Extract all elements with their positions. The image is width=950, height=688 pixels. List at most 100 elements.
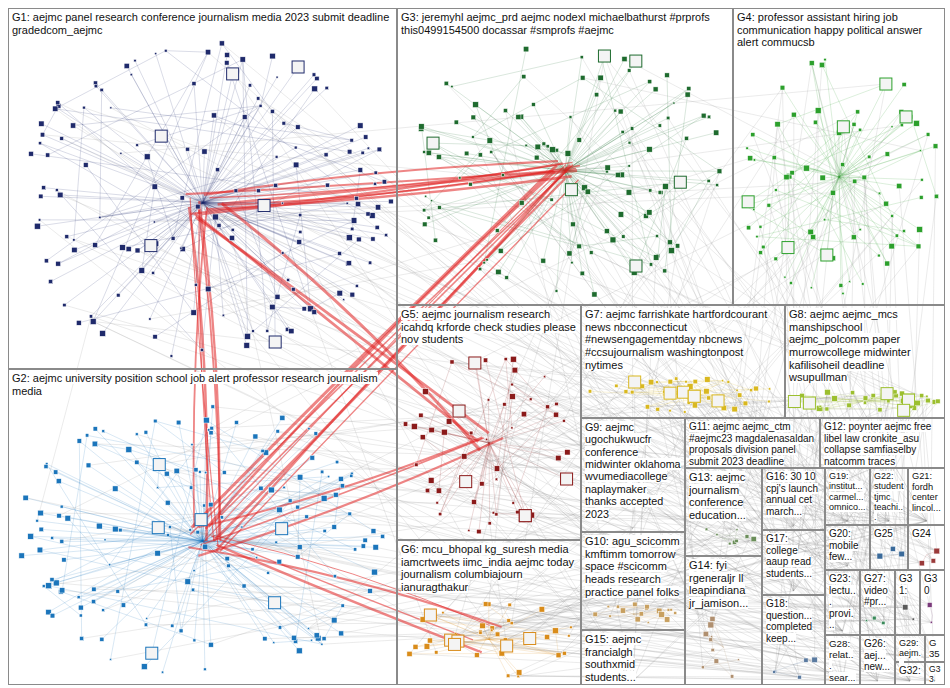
vertex [121,603,125,607]
intra-edge [565,61,636,171]
vertex [523,46,528,51]
vertex [288,499,292,503]
vertex [496,269,501,274]
vertex [371,529,376,534]
vertex [891,126,893,128]
vertex [355,284,358,287]
vertex [335,460,338,463]
vertex [347,261,352,266]
vertex [522,75,526,79]
vertex [889,243,895,249]
vertex [510,356,516,362]
intra-edge [203,115,214,202]
vertex [211,113,216,118]
vertex [323,529,326,532]
avatar [742,196,754,208]
vertex [189,486,192,489]
vertex [543,375,545,377]
vertex [751,133,755,137]
vertex [705,377,710,382]
vertex [701,113,706,118]
vertex [926,133,930,137]
vertex [216,168,220,172]
vertex [872,616,876,620]
group-panel: G7: aejmc farrishkate hartfordcourant ne… [581,305,785,418]
vertex [321,643,323,645]
vertex [936,399,941,404]
vertex [100,637,104,641]
vertex [914,120,920,126]
inter-edge [624,59,879,193]
inter-edge [37,316,91,520]
vertex [877,254,880,257]
vertex [673,102,675,104]
vertex [653,255,659,261]
strong-edge [194,207,207,527]
intra-edge [410,653,565,655]
vertex [253,434,258,439]
vertex [36,519,39,522]
intra-edge [203,541,295,638]
vertex [377,147,382,152]
vertex [568,634,571,637]
intra-edge [203,203,378,228]
vertex [56,101,60,105]
vertex [512,367,518,373]
vertex [934,548,940,554]
vertex [278,626,282,630]
vertex [882,621,885,624]
vertex [877,553,883,559]
intra-edge [41,124,202,203]
vertex [37,547,43,553]
vertex [851,391,855,395]
vertex [532,103,536,107]
intra-edge [203,85,251,202]
vertex [825,407,829,411]
vertex [94,84,98,88]
vertex [556,653,561,658]
vertex [486,259,488,261]
vertex [90,319,96,325]
vertex [126,246,131,251]
intra-edge [565,171,607,232]
avatar [195,514,207,526]
vertex [708,622,714,628]
vertex [803,165,809,171]
vertex [832,396,838,402]
vertex [852,122,856,126]
vertex [756,235,758,237]
vertex [310,455,315,460]
vertex [580,56,583,59]
vertex [312,73,316,77]
inter-edge [57,190,843,631]
vertex [366,212,370,216]
intra-edge [911,117,937,197]
avatar [880,78,892,90]
vertex [645,605,649,609]
vertex [919,195,923,199]
vertex [361,151,364,154]
vertex [759,251,763,255]
vertex [707,396,711,400]
vertex [565,151,571,157]
vertex [516,670,522,676]
vertex [252,330,255,333]
vertex [665,73,670,78]
vertex [193,569,195,571]
inter-edge [508,676,877,681]
intra-edge [822,65,892,216]
vertex [144,623,147,626]
vertex [320,470,323,473]
vertex [38,510,44,516]
vertex [180,247,182,249]
vertex [92,441,97,446]
vertex [296,648,302,654]
vertex [276,430,279,433]
intra-edge [658,186,665,255]
intra-edge [129,450,203,542]
intra-edge [100,90,102,217]
vertex [298,213,301,216]
vertex [809,61,814,66]
vertex [152,271,155,274]
vertex [56,479,61,484]
